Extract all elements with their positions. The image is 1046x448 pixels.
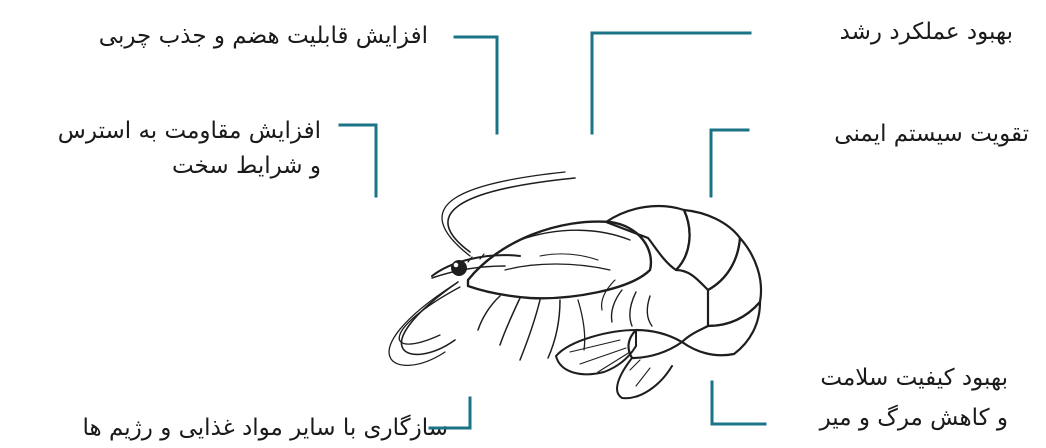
shrimp-segment <box>606 206 690 270</box>
shrimp-leg <box>478 296 500 330</box>
shrimp-tail-fan <box>617 358 672 398</box>
connector-growth <box>592 33 750 133</box>
shrimp-antenna <box>389 284 455 365</box>
connector-digestion <box>455 37 497 133</box>
shrimp-swimmeret <box>611 290 622 322</box>
shrimp-leg <box>520 300 540 360</box>
shrimp-eye <box>451 260 467 276</box>
shrimp-segment <box>676 210 740 290</box>
shrimp-leg <box>500 298 520 345</box>
shrimp-leg <box>548 300 560 358</box>
shrimp-illustration <box>389 172 761 398</box>
shrimp-antenna <box>448 178 575 252</box>
shrimp-carapace <box>468 222 651 299</box>
shrimp-leg <box>578 300 585 350</box>
shrimp-rostrum <box>432 255 520 276</box>
connector-immunity <box>711 130 748 196</box>
shrimp-swimmeret <box>630 292 636 326</box>
connector-stress <box>340 125 376 196</box>
shrimp-segment <box>682 302 760 355</box>
shrimp-rostrum <box>432 266 505 278</box>
shrimp-swimmeret <box>647 296 652 326</box>
connector-compatibility <box>430 398 470 428</box>
connector-health <box>712 382 765 424</box>
shrimp-segment <box>708 238 761 326</box>
shrimp-antenna <box>399 287 460 344</box>
